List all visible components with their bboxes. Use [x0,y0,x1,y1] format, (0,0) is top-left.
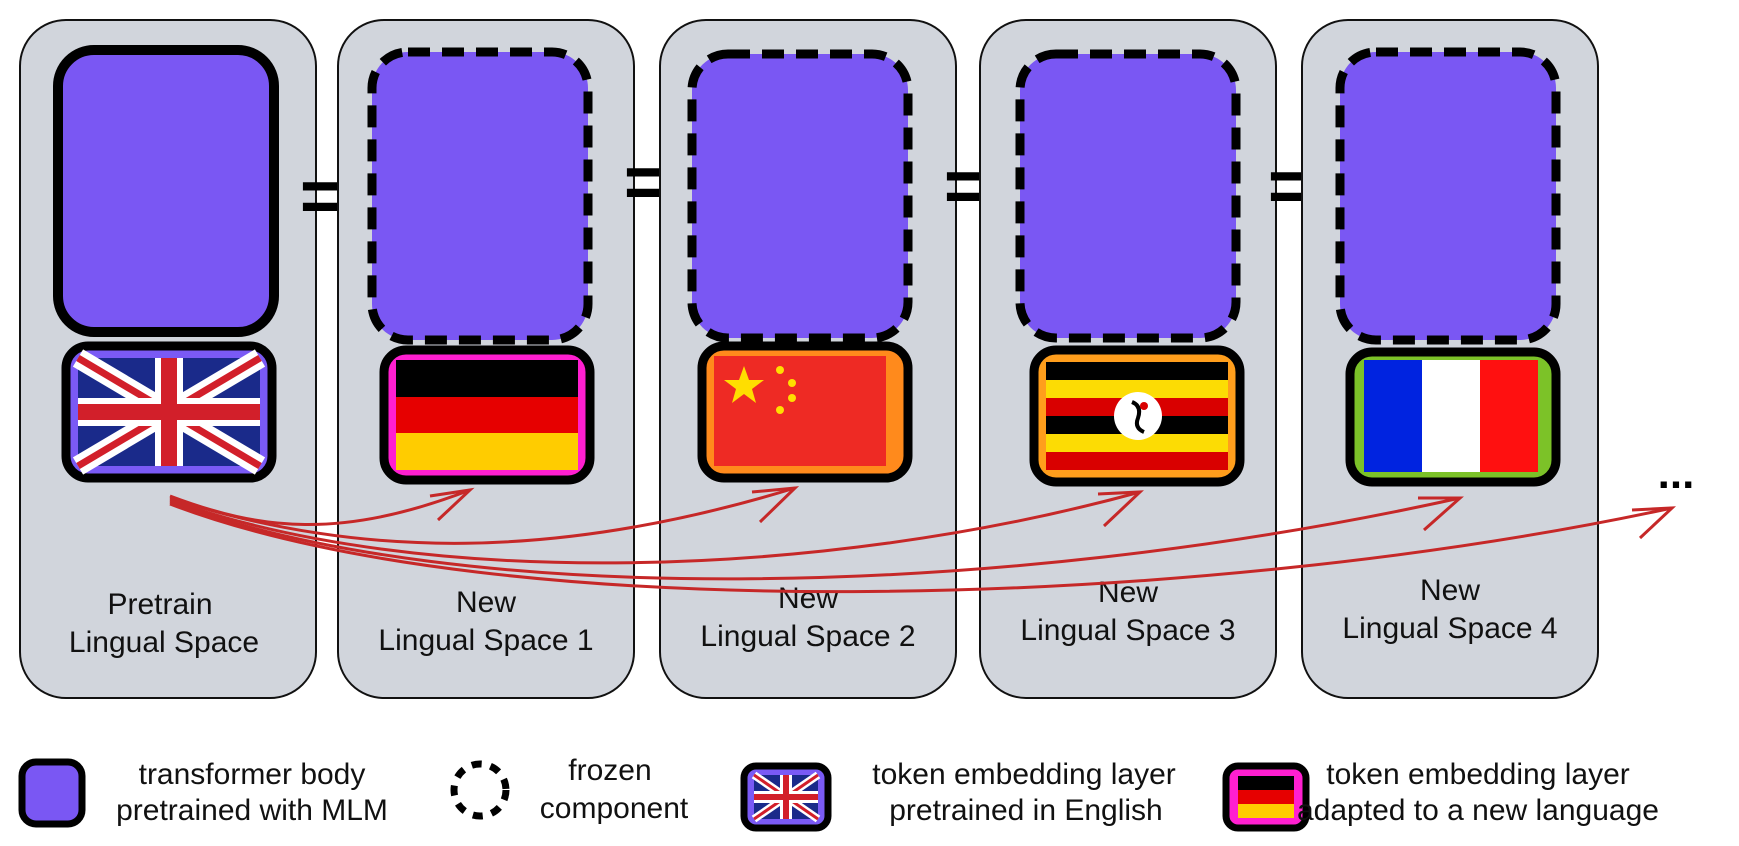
equals-sign: = [300,154,344,239]
china-flag-icon [714,356,886,466]
arrowhead-5 [1631,506,1677,540]
transformer-body-frozen-3 [1015,49,1241,343]
arrow-to-space-3 [169,490,1141,565]
panel-space-3: New Lingual Space 3 [979,19,1277,699]
legend-text-uk-2: pretrained in English [889,794,1163,827]
arrow-to-space-2 [169,486,796,545]
panel-label-line1: New [1420,574,1480,607]
panel-label-line1: Pretrain [107,588,212,621]
legend-text-body-2: pretrained with MLM [116,794,388,827]
de-embedding-legend-icon [1222,762,1310,832]
arrowhead-4 [1418,496,1464,532]
legend: transformer body pretrained with MLM fro… [18,754,1659,832]
panel-label-line2: Lingual Space [69,626,259,659]
panel-space-1: New Lingual Space 1 [337,19,635,699]
transformer-body-legend-icon [18,758,86,828]
panel-label-line2: Lingual Space 4 [1342,612,1557,645]
arrowhead-2 [751,486,800,524]
legend-text-de-1: token embedding layer [1326,758,1630,791]
arrowhead-3 [1097,490,1144,528]
panel-pretrain: Pretrain Lingual Space [19,19,317,699]
panel-label-line2: Lingual Space 1 [378,624,593,657]
panel-label-line1: New [456,586,516,619]
ellipsis: ... [1658,449,1695,498]
panel-label-line2: Lingual Space 3 [1020,614,1235,647]
panel-label-line2: Lingual Space 2 [700,620,915,653]
legend-text-uk-1: token embedding layer [872,758,1176,791]
uk-flag-icon [72,349,266,475]
transformer-body-frozen-1 [367,47,593,345]
arrow-to-space-4 [169,496,1461,581]
arrow-to-more [169,502,1673,594]
panel-space-4: New Lingual Space 4 [1301,19,1599,699]
legend-text-frozen-1: frozen [568,754,651,787]
transformer-body-frozen-4 [1335,47,1561,345]
transfer-arrows [169,486,1677,594]
uk-embedding-legend-icon [740,762,832,832]
legend-text-body-1: transformer body [139,758,366,791]
uganda-flag-icon [1046,362,1228,470]
germany-flag-icon [396,360,578,470]
transformer-body-frozen-2 [687,49,913,343]
legend-text-de-2: adapted to a new language [1297,794,1659,827]
frozen-dashed-legend-icon [450,760,510,820]
panel-space-2: New Lingual Space 2 [659,19,957,699]
france-flag-icon [1364,360,1538,472]
legend-text-frozen-2: component [540,792,689,825]
panel-label-line1: New [778,582,838,615]
transformer-body-pretrain [53,45,279,337]
arrowhead-1 [429,487,475,522]
